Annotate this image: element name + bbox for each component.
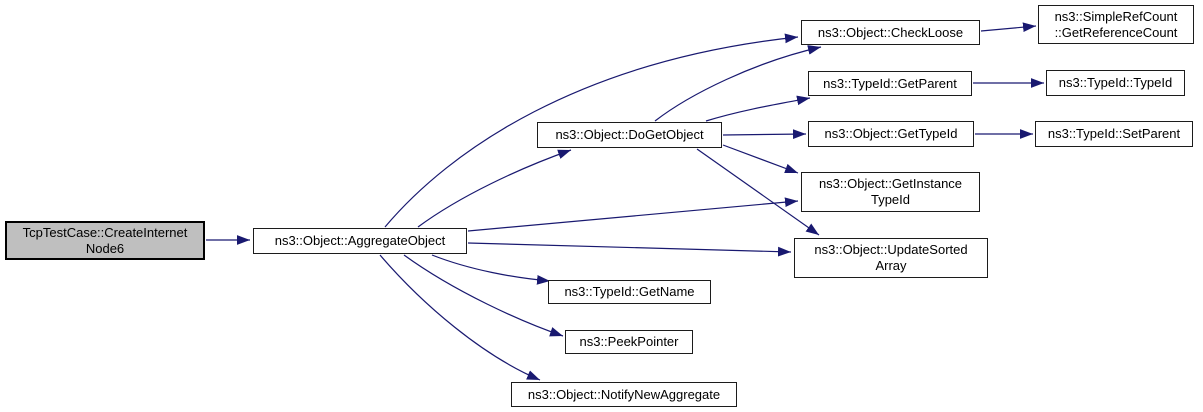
node-ns3-object-aggregateobject[interactable]: ns3::Object::AggregateObject	[253, 228, 467, 254]
node-ns3-object-dogetobject[interactable]: ns3::Object::DoGetObject	[537, 122, 722, 148]
edge-do-get-object-to-get-instance-typeid	[722, 144, 799, 174]
edge-aggregate-object-to-get-name	[431, 254, 551, 285]
edge-aggregate-object-to-peek-pointer	[403, 254, 564, 337]
edge-aggregate-object-to-do-get-object	[417, 149, 572, 228]
node-ns3-typeid-getname[interactable]: ns3::TypeId::GetName	[548, 280, 711, 304]
edge-do-get-object-to-get-typeid	[722, 129, 807, 140]
edge-aggregate-object-to-notify-new-aggregate	[379, 254, 541, 381]
node-ns3-simplerefcount-getreferencecount[interactable]: ns3::SimpleRefCount ::GetReferenceCount	[1038, 5, 1194, 44]
edge-do-get-object-to-update-sorted-array	[696, 148, 820, 236]
node-ns3-object-updatesortedarray[interactable]: ns3::Object::UpdateSorted Array	[794, 238, 988, 278]
edge-do-get-object-to-check-loose	[654, 45, 822, 122]
node-tcptestcase-createinternetnode6: TcpTestCase::CreateInternet Node6	[5, 221, 205, 260]
node-ns3-typeid-setparent[interactable]: ns3::TypeId::SetParent	[1035, 121, 1193, 147]
node-ns3-object-checkloose[interactable]: ns3::Object::CheckLoose	[801, 20, 980, 45]
edge-aggregate-object-to-check-loose	[384, 33, 799, 228]
edge-aggregate-object-to-update-sorted-array	[467, 242, 792, 257]
node-ns3-typeid-typeid[interactable]: ns3::TypeId::TypeId	[1046, 70, 1185, 96]
node-ns3-object-gettypeid[interactable]: ns3::Object::GetTypeId	[808, 121, 974, 147]
node-ns3-typeid-getparent[interactable]: ns3::TypeId::GetParent	[808, 71, 972, 96]
node-ns3-object-notifynewaggregate[interactable]: ns3::Object::NotifyNewAggregate	[511, 382, 737, 407]
node-ns3-object-getinstancetypeid[interactable]: ns3::Object::GetInstance TypeId	[801, 172, 980, 212]
node-ns3-peekpointer[interactable]: ns3::PeekPointer	[565, 330, 693, 354]
edge-check-loose-to-get-reference-count	[980, 22, 1037, 33]
edge-do-get-object-to-get-parent	[705, 95, 811, 122]
edge-aggregate-object-to-get-instance-typeid	[467, 197, 799, 232]
